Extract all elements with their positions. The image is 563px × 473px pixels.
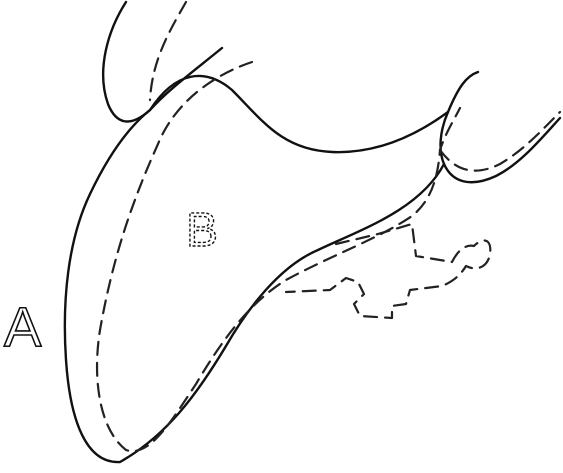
- label-a: A: [4, 295, 42, 358]
- label-b: B: [186, 204, 218, 257]
- right-tail-outline: [444, 72, 560, 182]
- right-tail-dashed-outline: [440, 112, 560, 171]
- wavy-connector-dashed: [286, 224, 490, 318]
- body-b-dashed-outline: [97, 62, 460, 451]
- upper-lobe-outline: [103, 2, 222, 121]
- upper-lobe-dashed-outline: [150, 2, 186, 100]
- body-a-outline: [65, 76, 448, 462]
